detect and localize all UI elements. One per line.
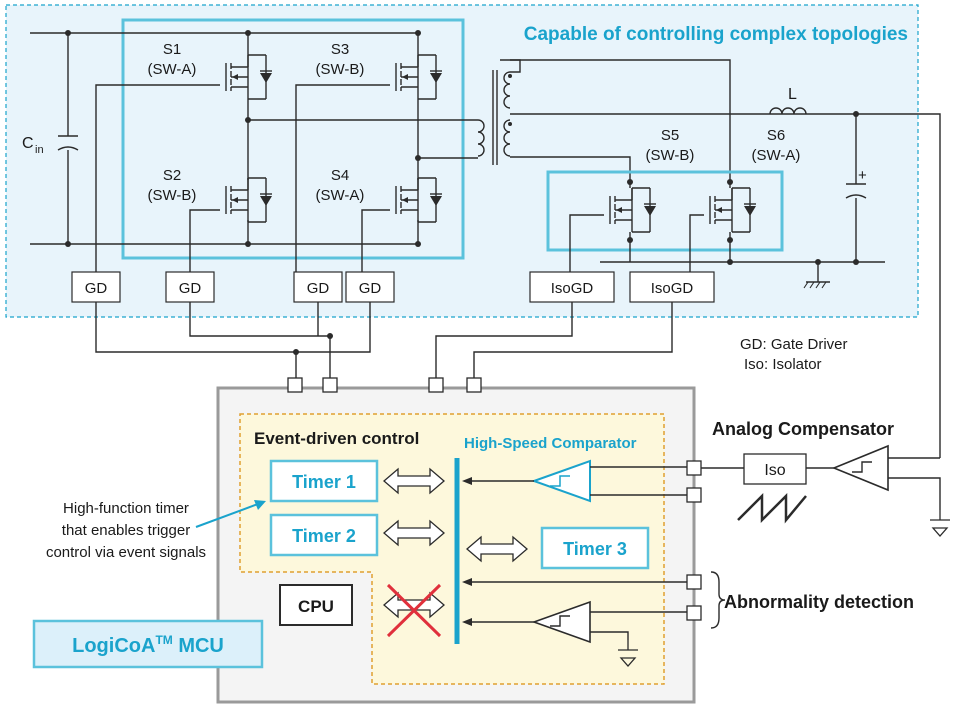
full-bridge-box <box>121 18 465 260</box>
callout-line-3: control via event signals <box>46 544 206 561</box>
inductor-label: L <box>788 86 797 103</box>
mcu-name: LogiCoATM MCU <box>72 633 224 657</box>
mcu-pin <box>686 460 702 476</box>
s2-name: S2 <box>163 167 181 184</box>
cpu-box <box>279 584 353 626</box>
abnormality-label: Abnormality detection <box>724 592 914 612</box>
s6-name: S6 <box>767 127 785 144</box>
cin-sub: in <box>35 144 44 156</box>
s4-role: (SW-A) <box>316 187 365 204</box>
gd-label-1: GD <box>85 280 108 297</box>
s5-name: S5 <box>661 127 679 144</box>
legend-gd: GD: Gate Driver <box>740 336 848 353</box>
blocked-cross-icon <box>386 583 442 638</box>
isogd-label-1: IsoGD <box>551 280 594 297</box>
timer-3-label: Timer 3 <box>563 539 627 559</box>
cpu-label: CPU <box>298 597 334 616</box>
s1-role: (SW-A) <box>148 61 197 78</box>
callout-arrowhead-icon <box>254 500 266 510</box>
gd-label-4: GD <box>359 280 382 297</box>
s4-name: S4 <box>331 167 349 184</box>
abnormality-comparator-icon <box>531 600 591 644</box>
mcu-name-box <box>32 619 264 669</box>
mcu-pin <box>428 377 444 393</box>
mcu-pin <box>322 377 338 393</box>
s1-name: S1 <box>163 41 181 58</box>
analog-compensator-label: Analog Compensator <box>712 419 894 439</box>
gd-label-2: GD <box>179 280 202 297</box>
isogd-box-2 <box>629 271 715 303</box>
sync-rectifier-box <box>546 170 784 252</box>
gd-box-4 <box>345 271 395 303</box>
legend-iso: Iso: Isolator <box>744 356 822 373</box>
event-driven-title: Event-driven control <box>254 429 419 448</box>
s6-role: (SW-A) <box>752 147 801 164</box>
callout-arrow <box>195 503 259 528</box>
timer-3-box <box>540 526 650 570</box>
iso-label: Iso <box>764 462 785 479</box>
isogd-box-1 <box>529 271 615 303</box>
comparator-title: High-Speed Comparator <box>464 435 637 452</box>
ground-icon <box>929 509 951 537</box>
cap-polarity: + <box>858 167 867 184</box>
callout-line-1: High-function timer <box>63 500 189 517</box>
timer-2-box <box>269 513 379 557</box>
timer-1-label: Timer 1 <box>292 472 356 492</box>
s2-role: (SW-B) <box>148 187 197 204</box>
sawtooth-icon <box>737 492 807 524</box>
timer-2-label: Timer 2 <box>292 526 356 546</box>
cin-label: C <box>22 135 34 152</box>
comparator-icon <box>531 459 591 503</box>
gd-label-3: GD <box>307 280 330 297</box>
s3-role: (SW-B) <box>316 61 365 78</box>
isogd-label-2: IsoGD <box>651 280 694 297</box>
topology-title: Capable of controlling complex topologie… <box>524 24 908 45</box>
abnormality-brace <box>710 571 726 629</box>
mcu-pin <box>466 377 482 393</box>
mcu-pin <box>686 487 702 503</box>
callout-line-2: that enables trigger <box>62 522 190 539</box>
compensator-amp-icon <box>831 444 889 492</box>
mcu-pin <box>287 377 303 393</box>
iso-box <box>743 453 807 485</box>
mcu-pin <box>686 605 702 621</box>
gd-box-3 <box>293 271 343 303</box>
s3-name: S3 <box>331 41 349 58</box>
s5-role: (SW-B) <box>646 147 695 164</box>
timer-1-box <box>269 459 379 503</box>
mcu-pin <box>686 574 702 590</box>
